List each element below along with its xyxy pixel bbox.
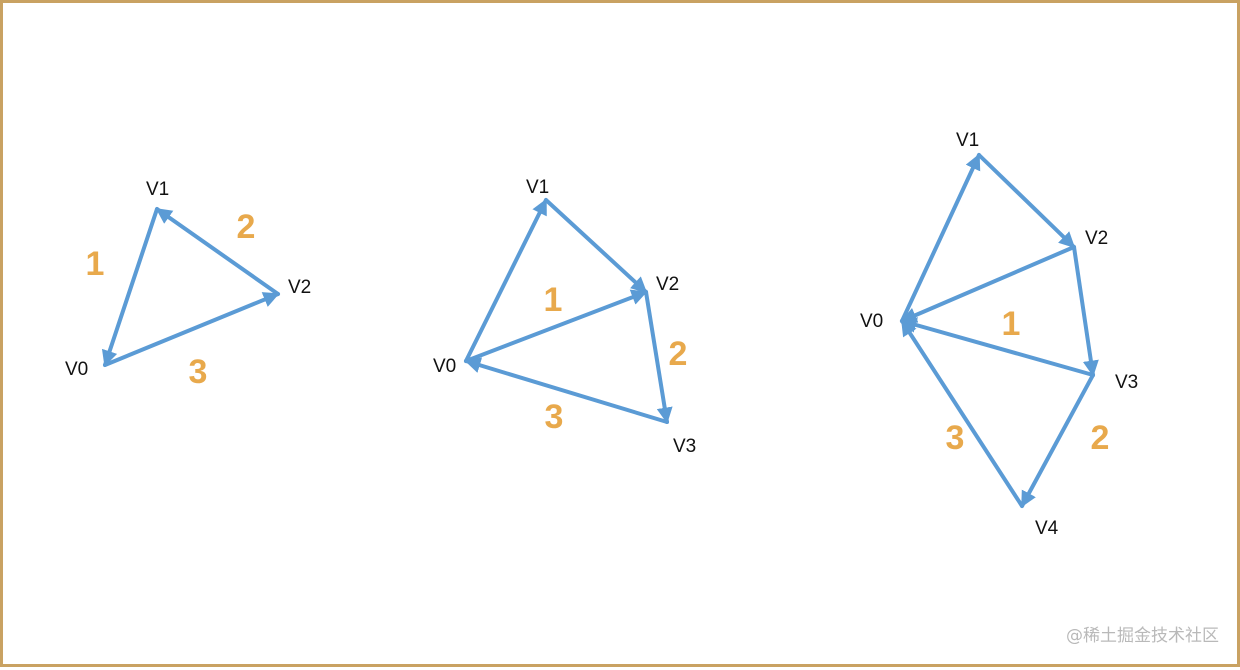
vertex-label-v3: V3 bbox=[673, 436, 696, 457]
edge-arrow-v0-to-v1 bbox=[900, 153, 981, 323]
vertex-label-v1: V1 bbox=[956, 130, 979, 151]
edge-arrow-v3-to-v0 bbox=[464, 357, 669, 424]
vertex-label-v0: V0 bbox=[433, 356, 456, 377]
watermark: @稀土掘金技术社区 bbox=[1066, 626, 1219, 646]
vertex-label-v1: V1 bbox=[146, 179, 169, 200]
triangle-number-2: 2 bbox=[669, 335, 688, 373]
vertex-label-v2: V2 bbox=[288, 277, 311, 298]
edge-arrow-v2-to-v1 bbox=[155, 207, 280, 296]
triangle-number-1: 1 bbox=[1002, 305, 1021, 343]
edge-arrow-v1-to-v2 bbox=[977, 153, 1076, 249]
edge-arrow-v3-to-v0 bbox=[900, 317, 1095, 377]
triangle-number-3: 3 bbox=[189, 353, 208, 391]
vertex-label-v2: V2 bbox=[1085, 228, 1108, 249]
vertex-label-v0: V0 bbox=[860, 311, 883, 332]
vertex-label-v2: V2 bbox=[656, 274, 679, 295]
edge-arrow-v2-to-v3 bbox=[644, 290, 673, 424]
vertex-label-v0: V0 bbox=[65, 359, 88, 380]
triangle-number-3: 3 bbox=[946, 419, 965, 457]
edge-arrow-v3-to-v4 bbox=[1020, 373, 1095, 508]
vertex-label-v1: V1 bbox=[526, 177, 549, 198]
vertex-label-v3: V3 bbox=[1115, 372, 1138, 393]
edge-arrow-v4-to-v0 bbox=[900, 319, 1024, 508]
edge-arrow-v1-to-v2 bbox=[544, 198, 648, 294]
edge-arrow-v0-to-v1 bbox=[464, 198, 548, 363]
triangle-number-3: 3 bbox=[545, 398, 564, 436]
triangle-number-1: 1 bbox=[86, 245, 105, 283]
edge-arrow-v0-to-v2 bbox=[103, 292, 280, 367]
vertex-label-v4: V4 bbox=[1035, 518, 1059, 539]
triangle-number-2: 2 bbox=[237, 208, 256, 246]
edge-arrow-v2-to-v3 bbox=[1072, 245, 1099, 377]
edge-arrow-v2-to-v0 bbox=[900, 245, 1076, 323]
triangle-number-2: 2 bbox=[1091, 419, 1110, 457]
triangle-number-1: 1 bbox=[544, 281, 563, 319]
edge-arrow-v1-to-v0 bbox=[101, 207, 159, 367]
edge-arrow-v0-to-v2 bbox=[464, 289, 648, 363]
